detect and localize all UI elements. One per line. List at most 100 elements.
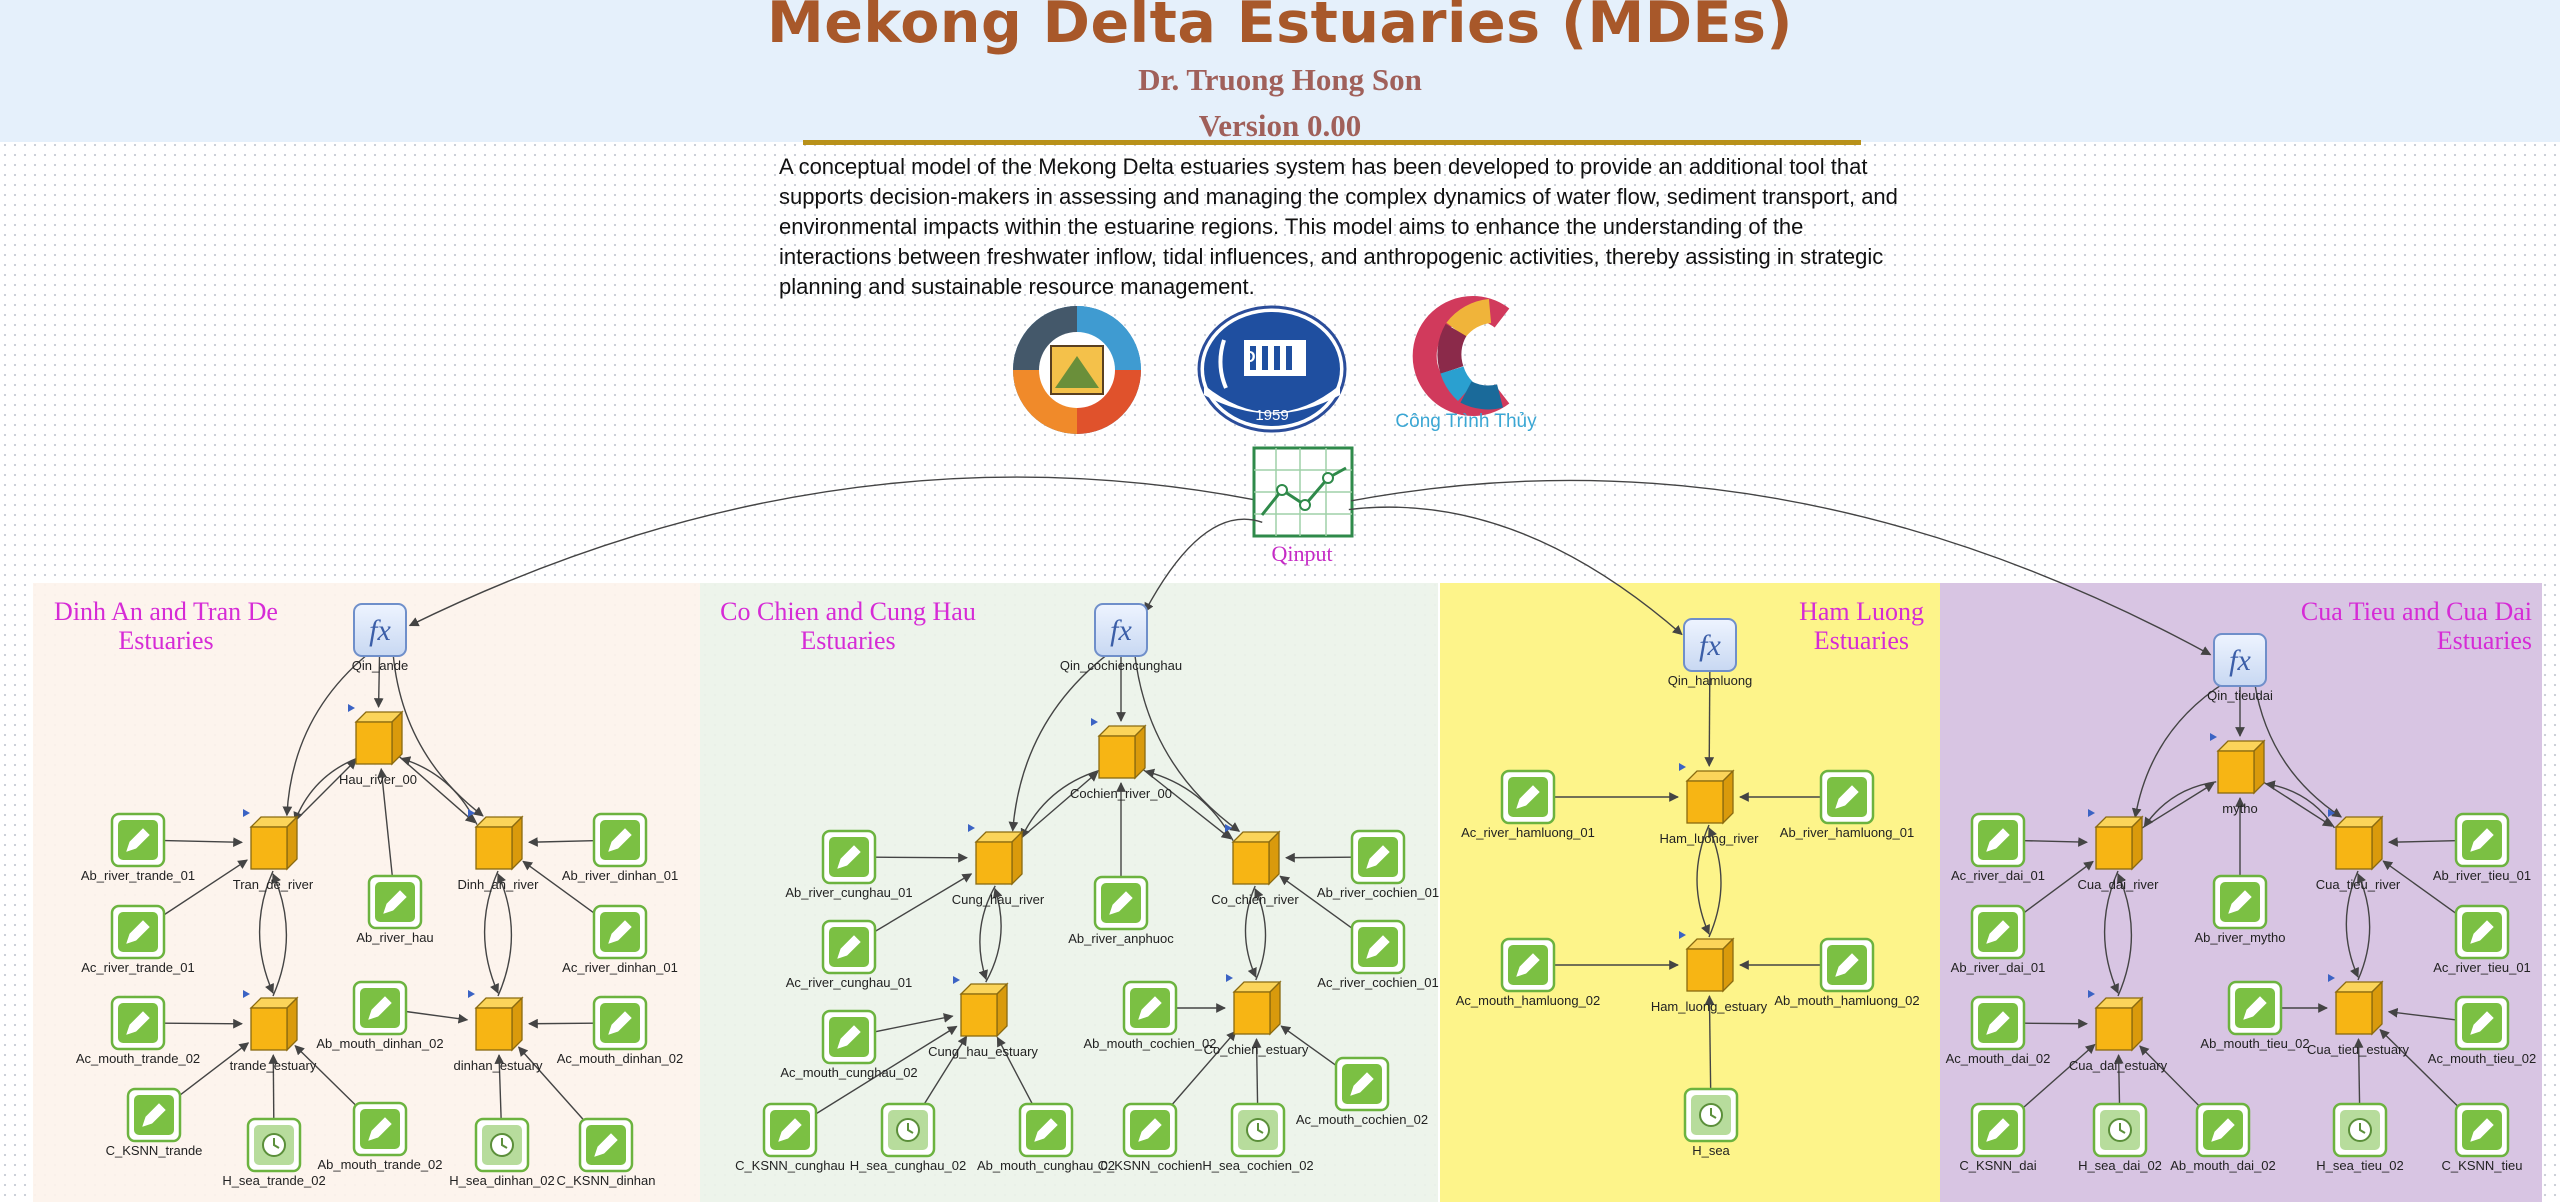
stock-side (1011, 830, 1023, 886)
edge-h-sea-cunghau-02-to-cung-hau-estuary (921, 1035, 968, 1108)
node-label-cung-hau-river: Cung_hau_river (952, 892, 1045, 907)
node-label-cua-tieu-river: Cua_tieu_river (2316, 877, 2401, 892)
node-cochien-river-00[interactable]: Cochien_river_00 (1070, 718, 1172, 801)
node-ab-river-cochien-01[interactable]: Ab_river_cochien_01 (1317, 829, 1439, 900)
panel-1-title-line1: Dinh An and Tran De (54, 597, 278, 626)
node-cua-dai-estuary[interactable]: Cua_dai_estuary (2069, 990, 2168, 1073)
node-c-ksnn-cochien[interactable]: C_KSNN_cochien (1098, 1102, 1203, 1173)
edge-h-sea-trande-02-to-trande-estuary (268, 1054, 279, 1119)
edge-cua-tieu-river-to-mytho (2265, 780, 2336, 829)
node-ham-luong-estuary[interactable]: Ham_luong_estuary (1651, 931, 1768, 1014)
node-co-chien-estuary[interactable]: Co_chien_estuary (1204, 974, 1309, 1057)
edge-ac-river-trande-01-to-tran-de-river (160, 859, 248, 918)
logo-faculty (1013, 306, 1141, 434)
node-c-ksnn-cunghau[interactable]: C_KSNN_cunghau (735, 1102, 845, 1173)
edge-h-sea-to-ham-luong-estuary (1704, 995, 1715, 1089)
node-ac-river-dinhan-01[interactable]: Ac_river_dinhan_01 (562, 904, 678, 975)
node-ab-river-trande-01[interactable]: Ab_river_trande_01 (81, 812, 195, 883)
node-ab-mouth-hamluong-02[interactable]: Ab_mouth_hamluong_02 (1774, 937, 1920, 1008)
node-cung-hau-estuary[interactable]: Cung_hau_estuary (928, 976, 1038, 1059)
node-label-ac-mouth-dai-02: Ac_mouth_dai_02 (1946, 1051, 2051, 1066)
clock-hands (501, 1138, 508, 1149)
node-h-sea-cunghau-02[interactable]: H_sea_cunghau_02 (850, 1102, 966, 1173)
node-ab-river-hamluong-01[interactable]: Ab_river_hamluong_01 (1780, 769, 1914, 840)
pencil-icon (608, 828, 632, 852)
node-ac-river-cochien-01[interactable]: Ac_river_cochien_01 (1317, 919, 1439, 990)
node-ac-river-trande-01[interactable]: Ac_river_trande_01 (81, 904, 195, 975)
edge-ab-river-cochien-01-to-co-chien-river (1285, 852, 1352, 863)
node-ham-luong-river[interactable]: Ham_luong_river (1660, 763, 1760, 846)
node-tran-de-river[interactable]: Tran_de_river (233, 809, 314, 892)
node-co-chien-river[interactable]: Co_chien_river (1211, 824, 1299, 907)
stock-icon (960, 993, 998, 1037)
function-icon (353, 603, 407, 657)
node-h-sea-dai-02[interactable]: H_sea_dai_02 (2078, 1102, 2162, 1173)
stock-icon (355, 721, 393, 765)
node-ab-mouth-cochien-02[interactable]: Ab_mouth_cochien_02 (1084, 980, 1217, 1051)
node-ab-mouth-tieu-02[interactable]: Ab_mouth_tieu_02 (2200, 980, 2310, 1051)
edge-qin-tieudai-to-cua-dai-river (2131, 681, 2226, 819)
node-hau-river-00[interactable]: Hau_river_00 (339, 704, 417, 787)
node-ab-river-dai-01[interactable]: Ab_river_dai_01 (1951, 904, 2046, 975)
node-trande-estuary[interactable]: trande_estuary (230, 990, 317, 1073)
node-mytho[interactable]: mytho (2210, 733, 2266, 816)
pencil-icon (837, 935, 861, 959)
node-ab-mouth-cunghau-02[interactable]: Ab_mouth_cunghau_02 (977, 1102, 1115, 1173)
node-ab-mouth-dinhan-02[interactable]: Ab_mouth_dinhan_02 (316, 980, 444, 1051)
edge-qin-tieudai-to-cua-tieu-river (2253, 682, 2343, 818)
node-ac-mouth-trande-02[interactable]: Ac_mouth_trande_02 (76, 995, 200, 1066)
node-h-sea[interactable]: H_sea (1683, 1087, 1739, 1158)
stock-marker (2210, 733, 2217, 741)
edge-ac-mouth-dinhan-02-to-dinhan-estuary (528, 1018, 594, 1029)
node-label-cochien-river-00: Cochien_river_00 (1070, 786, 1172, 801)
node-dinh-an-river[interactable]: Dinh_an_river (458, 809, 540, 892)
node-c-ksnn-dinhan[interactable]: C_KSNN_dinhan (556, 1117, 656, 1188)
clock-hands (1257, 1123, 1264, 1134)
qinput-graph-icon[interactable] (1252, 446, 1354, 538)
node-ac-river-tieu-01[interactable]: Ac_river_tieu_01 (2433, 904, 2531, 975)
node-ac-mouth-dai-02[interactable]: Ac_mouth_dai_02 (1946, 995, 2051, 1066)
logo-hydraulic: Công Trình Thủy (1395, 296, 1537, 432)
pencil-icon (2470, 1011, 2494, 1035)
node-h-sea-dinhan-02[interactable]: H_sea_dinhan_02 (449, 1117, 555, 1188)
node-c-ksnn-dai[interactable]: C_KSNN_dai (1959, 1102, 2037, 1173)
node-ab-river-anphuoc[interactable]: Ab_river_anphuoc (1068, 875, 1174, 946)
node-ab-mouth-dai-02[interactable]: Ab_mouth_dai_02 (2170, 1102, 2276, 1173)
node-ab-river-tieu-01[interactable]: Ab_river_tieu_01 (2433, 812, 2531, 883)
node-ab-river-mytho[interactable]: Ab_river_mytho (2194, 874, 2286, 945)
edge-ab-mouth-dinhan-02-to-dinhan-estuary (406, 1010, 469, 1024)
pencil-icon (1835, 785, 1859, 809)
node-c-ksnn-trande[interactable]: C_KSNN_trande (106, 1087, 203, 1158)
node-ac-mouth-dinhan-02[interactable]: Ac_mouth_dinhan_02 (557, 995, 684, 1066)
node-label-ac-river-hamluong-01: Ac_river_hamluong_01 (1461, 825, 1595, 840)
model-description: A conceptual model of the Mekong Delta e… (779, 154, 1898, 299)
node-ab-river-dinhan-01[interactable]: Ab_river_dinhan_01 (562, 812, 678, 883)
node-h-sea-tieu-02[interactable]: H_sea_tieu_02 (2316, 1102, 2404, 1173)
node-cua-tieu-river[interactable]: Cua_tieu_river (2316, 809, 2401, 892)
node-h-sea-trande-02[interactable]: H_sea_trande_02 (222, 1117, 326, 1188)
node-ac-mouth-cunghau-02[interactable]: Ac_mouth_cunghau_02 (780, 1009, 918, 1080)
node-ac-mouth-hamluong-02[interactable]: Ac_mouth_hamluong_02 (1456, 937, 1601, 1008)
node-ac-river-dai-01[interactable]: Ac_river_dai_01 (1951, 812, 2045, 883)
node-c-ksnn-tieu[interactable]: C_KSNN_tieu (2442, 1102, 2523, 1173)
stock-marker (1225, 824, 1232, 832)
node-ac-river-cunghau-01[interactable]: Ac_river_cunghau_01 (786, 919, 912, 990)
node-ab-river-cunghau-01[interactable]: Ab_river_cunghau_01 (785, 829, 913, 900)
node-label-h-sea: H_sea (1692, 1143, 1730, 1158)
node-ac-mouth-cochien-02[interactable]: Ac_mouth_cochien_02 (1296, 1056, 1428, 1127)
node-h-sea-cochien-02[interactable]: H_sea_cochien_02 (1202, 1102, 1314, 1173)
pencil-icon (142, 1103, 166, 1127)
node-ac-river-hamluong-01[interactable]: Ac_river_hamluong_01 (1461, 769, 1595, 840)
node-cung-hau-river[interactable]: Cung_hau_river (952, 824, 1045, 907)
node-ab-mouth-trande-02[interactable]: Ab_mouth_trande_02 (317, 1101, 443, 1172)
node-cua-tieu-estuary[interactable]: Cua_tieu_estuary (2307, 974, 2409, 1057)
node-dinhan-estuary[interactable]: dinhan_estuary (454, 990, 543, 1073)
edge-h-sea-tieu-02-to-cua-tieu-estuary (2353, 1038, 2364, 1104)
node-ab-river-hau[interactable]: Ab_river_hau (356, 874, 434, 945)
node-ac-mouth-tieu-02[interactable]: Ac_mouth_tieu_02 (2428, 995, 2536, 1066)
node-cua-dai-river[interactable]: Cua_dai_river (2078, 809, 2160, 892)
